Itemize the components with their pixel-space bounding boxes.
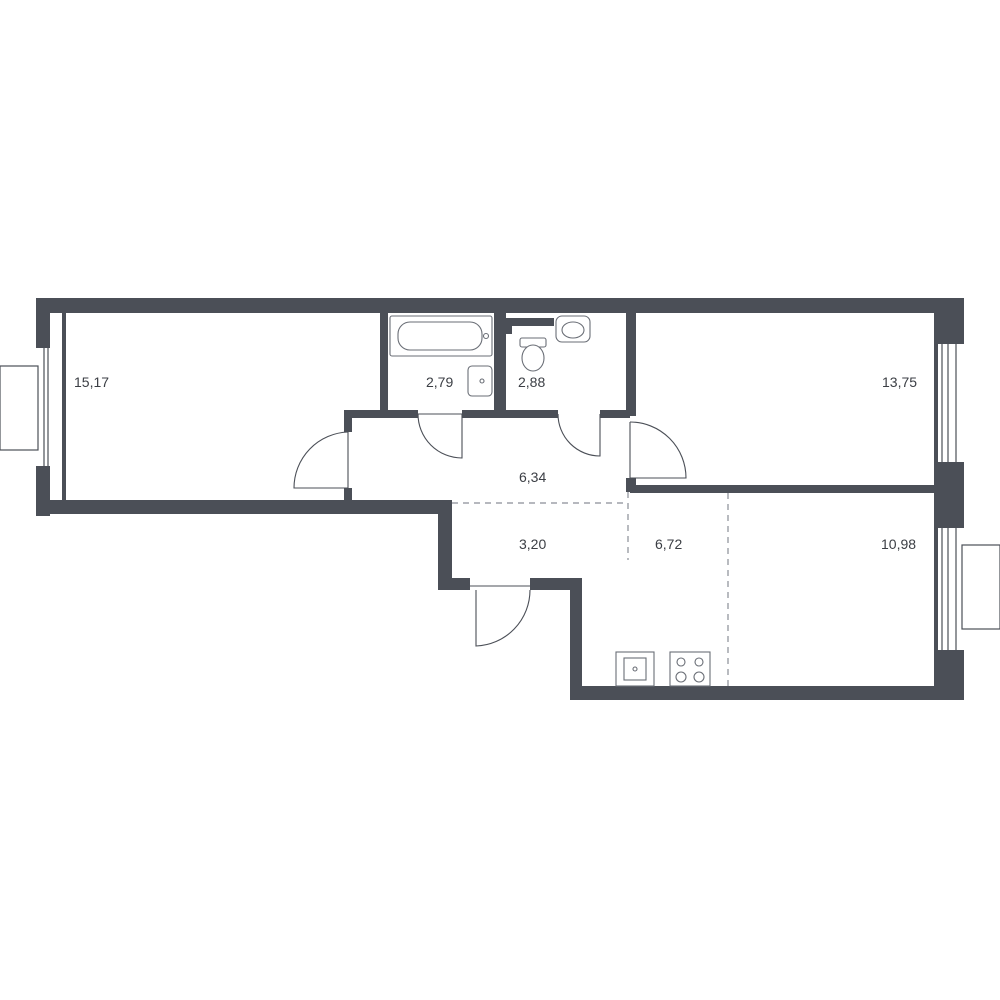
area-label-entry: 3,20 [519, 536, 546, 552]
interior-walls [62, 313, 938, 699]
windows [0, 344, 1000, 650]
left-window [0, 365, 39, 451]
area-label-living: 10,98 [881, 536, 916, 552]
area-label-room-left: 15,17 [74, 374, 109, 390]
area-label-bathroom: 2,79 [426, 374, 453, 390]
door-right-room [629, 421, 687, 479]
right-window [961, 544, 1000, 630]
stove-icon [669, 651, 711, 687]
area-label-room-top-right: 13,75 [882, 374, 917, 390]
area-label-hallway: 6,34 [519, 469, 546, 485]
door-entrance [470, 585, 531, 647]
toilet-icon [519, 337, 547, 372]
outer-walls [36, 298, 964, 700]
door-toilet [557, 413, 601, 457]
kitchen-sink-icon [615, 651, 655, 687]
doors [293, 413, 687, 647]
door-left-room [293, 431, 349, 489]
sink-icon [467, 365, 493, 397]
area-label-kitchen: 6,72 [655, 536, 682, 552]
door-bathroom [417, 413, 463, 459]
washbasin-icon [555, 315, 591, 343]
bathtub-icon [389, 315, 493, 357]
area-label-toilet: 2,88 [518, 374, 545, 390]
zone-dividers [452, 492, 729, 686]
